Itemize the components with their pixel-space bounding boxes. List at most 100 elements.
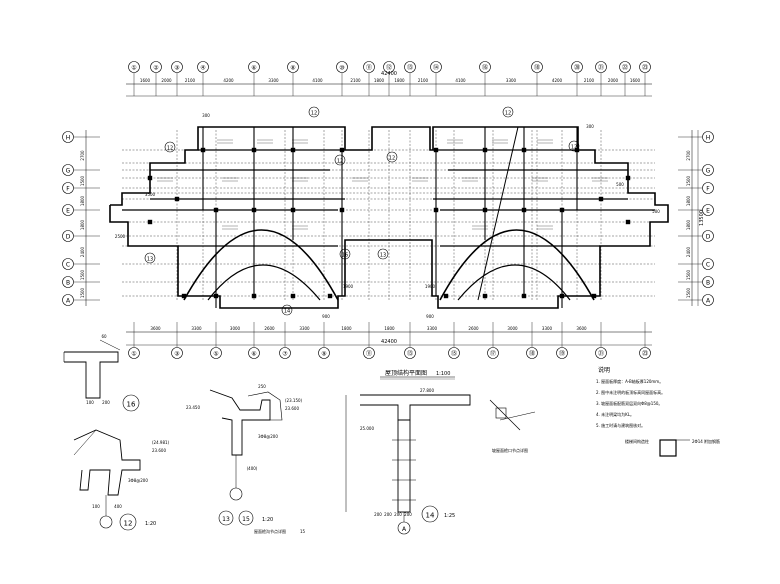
bottom-dim-value: 3300 xyxy=(542,326,553,331)
small-detail-box xyxy=(495,407,507,419)
bottom-dim-value: 3600 xyxy=(576,326,587,331)
top-dim-value: 2100 xyxy=(350,78,361,83)
top-axis-4-circle xyxy=(248,61,260,73)
detail-13-marker-circle xyxy=(218,510,234,526)
bottom-axis-1: ③ xyxy=(174,350,179,357)
bottom-axis-4-circle xyxy=(279,347,291,359)
detail-16-outline xyxy=(64,351,119,399)
bottom-axis-11-circle xyxy=(556,347,568,359)
detail-16-dim3: 200 xyxy=(102,400,110,405)
top-axis-13: ⑳ xyxy=(574,63,580,71)
arch-slab-right xyxy=(439,229,595,301)
right-dim-value: 2400 xyxy=(686,246,691,257)
top-axis-0: ① xyxy=(131,64,136,71)
top-axis-3-circle xyxy=(197,61,209,73)
column xyxy=(200,147,206,153)
top-dim-value: 1800 xyxy=(394,78,405,83)
top-dim-value: 3300 xyxy=(268,78,279,83)
top-axis-8-circle xyxy=(383,61,395,73)
bottom-axis-7: ⑬ xyxy=(407,349,413,357)
detail-14-dim: 200 xyxy=(394,512,402,517)
bottom-axis-1-circle xyxy=(171,347,183,359)
row-axis-right-2-circle xyxy=(702,182,714,194)
detail-12-rebar: 3Φ8@200 xyxy=(128,478,148,483)
top-axis-3: ④ xyxy=(200,64,205,71)
bottom-axis-6-circle xyxy=(363,347,375,359)
row-axis-left-3: E xyxy=(66,207,70,214)
top-axis-14-circle xyxy=(595,61,607,73)
detail-14-scale: 1:25 xyxy=(444,513,455,519)
small-detail-label1: 坡屋面檐口节点详图 xyxy=(492,447,528,453)
plan-callout-0: 12 xyxy=(311,110,317,116)
bottom-axis-10: ⑱ xyxy=(529,349,535,357)
left-dim-value: 2400 xyxy=(80,246,85,257)
column xyxy=(147,219,153,225)
note-line-3: 4. 未注明梁均为KL。 xyxy=(596,411,634,417)
small-detail-leader xyxy=(499,411,536,421)
left-dim-value: 1800 xyxy=(80,195,85,206)
row-axis-left-6-circle xyxy=(62,276,74,288)
note-line-0: 1. 屋面板厚度：A-B轴板厚120mm。 xyxy=(596,378,663,384)
top-dim-value: 4100 xyxy=(312,78,323,83)
detail-13-elev1: 23.450 xyxy=(186,405,200,410)
bottom-total-dim: 42400 xyxy=(381,339,397,345)
bottom-dim-value: 1800 xyxy=(341,326,352,331)
bottom-dim-value: 3000 xyxy=(507,326,518,331)
detail-16-dim2: 100 xyxy=(86,400,94,405)
note-line-1: 2. 图中未注明的板顶标高同屋面标高。 xyxy=(596,389,665,395)
right-dim-value: 1500 xyxy=(686,287,691,298)
detail-12-elev1: (24.981) xyxy=(152,440,170,445)
plan-callout-9-circle xyxy=(339,248,351,260)
column xyxy=(625,219,631,225)
plan-title: 屋顶结构平面图 xyxy=(385,369,427,377)
plan-callout-7: 13 xyxy=(380,252,386,258)
left-dim-value: 1500 xyxy=(80,287,85,298)
bottom-axis-6: ⑪ xyxy=(366,349,372,357)
bottom-axis-13-circle xyxy=(639,347,651,359)
row-axis-right-2: F xyxy=(706,185,710,192)
row-axis-right-5: C xyxy=(706,261,710,268)
column xyxy=(598,196,604,202)
column xyxy=(174,196,180,202)
row-axis-right-7-circle xyxy=(702,294,714,306)
top-dim-value: 1600 xyxy=(140,78,151,83)
small-detail-diag xyxy=(489,399,521,431)
plan-callout-4-circle xyxy=(568,140,580,152)
top-axis-14: ㉑ xyxy=(598,63,604,71)
detail-13-axis-bubble xyxy=(229,487,243,501)
bottom-axis-7-circle xyxy=(404,347,416,359)
plan-note: 2500 xyxy=(115,234,126,239)
column-section xyxy=(659,439,677,457)
top-dim-value: 4200 xyxy=(552,78,563,83)
plan-callout-3: 12 xyxy=(337,158,343,164)
detail-16-marker-circle xyxy=(122,394,140,412)
top-axis-2-circle xyxy=(171,61,183,73)
detail-13-label: 15 xyxy=(300,529,306,534)
plan-callout-8: 14 xyxy=(284,308,290,314)
top-axis-8: ⑫ xyxy=(386,63,392,71)
column xyxy=(327,293,333,299)
bottom-axis-3-circle xyxy=(248,347,260,359)
column-section-title: 楼梯间构造柱 xyxy=(625,438,649,444)
detail-13-dim3: (400) xyxy=(247,466,258,471)
plan-callout-0-circle xyxy=(308,106,320,118)
column xyxy=(290,147,296,153)
top-axis-6-circle xyxy=(336,61,348,73)
right-dim-value: 1800 xyxy=(686,219,691,230)
row-axis-right-6: B xyxy=(706,279,710,286)
top-axis-0-circle xyxy=(128,61,140,73)
bottom-axis-9-circle xyxy=(487,347,499,359)
row-axis-right-4-circle xyxy=(702,230,714,242)
row-axis-right-3: E xyxy=(706,207,710,214)
detail-14-dim: 200 xyxy=(374,512,382,517)
column-section-label: 2Φ14 附加钢筋 xyxy=(692,438,720,444)
column xyxy=(213,207,219,213)
plan-callout-6-circle xyxy=(144,252,156,264)
bottom-axis-0-circle xyxy=(128,347,140,359)
left-dim-value: 1500 xyxy=(80,269,85,280)
column xyxy=(521,207,527,213)
column xyxy=(559,293,565,299)
bottom-axis-2-circle xyxy=(210,347,222,359)
